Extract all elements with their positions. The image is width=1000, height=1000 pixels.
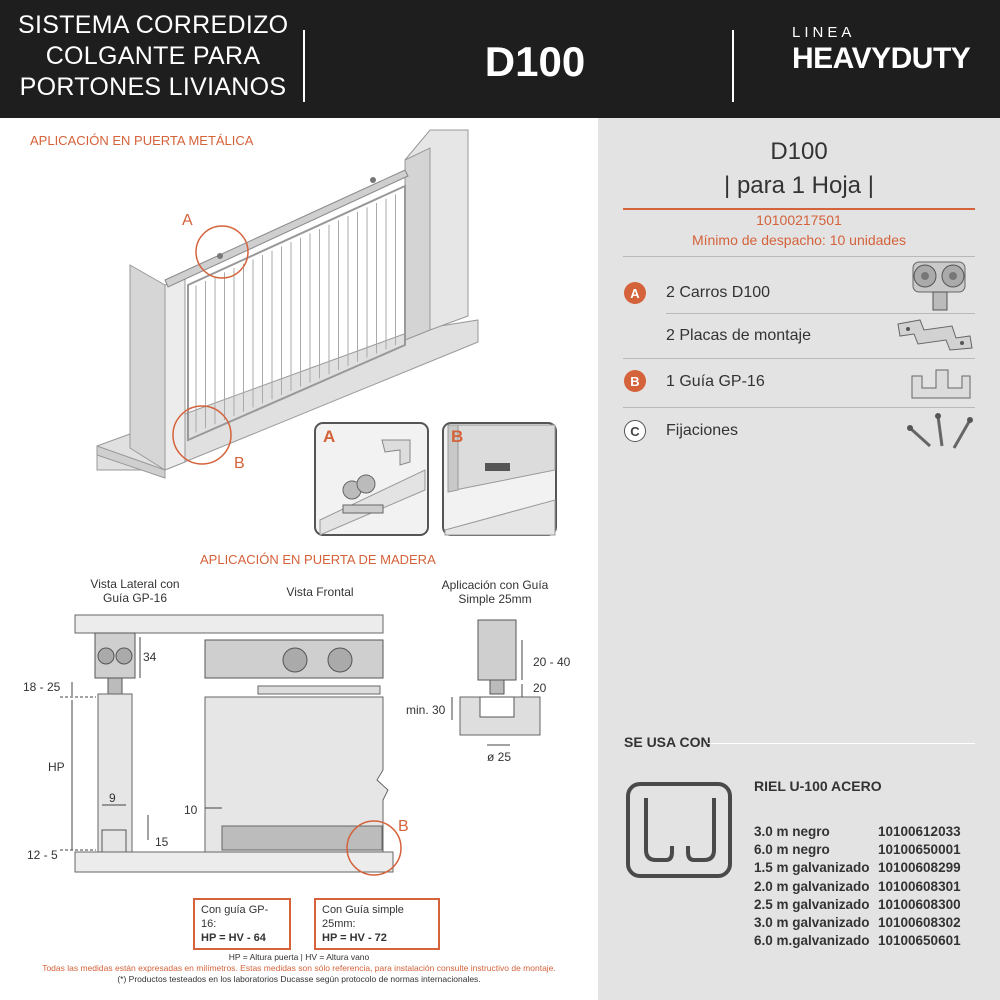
formula-simple: Con Guía simple 25mm: HP = HV - 72 xyxy=(314,898,440,950)
detail-a-label: A xyxy=(323,427,336,446)
product-code: 10100217501 xyxy=(756,212,842,228)
min-order: Mínimo de despacho: 10 unidades xyxy=(691,232,907,248)
separator xyxy=(623,358,975,359)
marker-b-circle xyxy=(172,405,232,465)
uses-with-heading: SE USA CON xyxy=(624,734,711,750)
badge-a: A xyxy=(624,282,646,304)
marker-b-label: B xyxy=(234,455,245,472)
wood-marker-b-label: B xyxy=(398,818,409,835)
dim-25: ø 25 xyxy=(487,750,512,764)
dim-15: 15 xyxy=(155,835,169,849)
dim-20: 20 xyxy=(533,681,547,695)
panel-model: D100 xyxy=(770,138,828,165)
header-divider xyxy=(303,30,305,102)
header: SISTEMA CORREDIZO COLGANTE PARA PORTONES… xyxy=(0,0,1000,118)
carriage-icon xyxy=(912,261,966,311)
metal-gate-illustration xyxy=(96,129,557,536)
product-title: SISTEMA CORREDIZO COLGANTE PARA PORTONES… xyxy=(18,11,289,101)
dim-hp: HP xyxy=(48,760,65,774)
item-carriages: 2 Carros D100 xyxy=(666,284,771,301)
rail-icon-frame xyxy=(626,782,732,878)
dim-min30: min. 30 xyxy=(406,703,446,717)
line-label: LINEA xyxy=(792,24,856,41)
wood-gate-drawings xyxy=(60,614,541,876)
separator xyxy=(666,313,975,314)
mounting-plate-icon xyxy=(897,319,973,351)
wood-section-title: APLICACIÓN EN PUERTA DE MADERA xyxy=(200,552,436,567)
rail-title: RIEL U-100 ACERO xyxy=(754,778,882,794)
screws-icon xyxy=(907,413,973,449)
dim-10: 10 xyxy=(184,803,198,817)
side-view-label: Vista Lateral con Guía GP-16 xyxy=(90,577,180,605)
model-code: D100 xyxy=(484,38,586,85)
item-mounting-plates: 2 Placas de montaje xyxy=(666,327,811,344)
marker-a-circle xyxy=(195,225,249,279)
header-divider xyxy=(732,30,734,102)
detail-b-label: B xyxy=(451,427,464,446)
dim-20-40: 20 - 40 xyxy=(533,655,571,669)
guide-icon xyxy=(911,369,971,399)
dim-18-25: 18 - 25 xyxy=(23,680,61,694)
dim-34: 34 xyxy=(143,650,157,664)
front-view-label: Vista Frontal xyxy=(286,585,354,599)
item-fasteners: Fijaciones xyxy=(666,422,739,439)
simple-guide-label: Aplicación con Guía Simple 25mm xyxy=(441,578,549,606)
marker-a-label: A xyxy=(182,212,193,229)
rail-profile-icon xyxy=(644,798,716,862)
dim-12-5: 12 - 5 xyxy=(27,848,58,862)
footnotes: HP = Altura puerta | HV = Altura vano To… xyxy=(42,952,556,984)
metal-section-title: APLICACIÓN EN PUERTA METÁLICA xyxy=(30,133,254,148)
uses-with-line xyxy=(708,743,975,744)
badge-b: B xyxy=(624,370,646,392)
badge-c: C xyxy=(624,420,646,442)
product-panel: D100 | para 1 Hoja | 10100217501 Mínimo … xyxy=(598,118,1000,1000)
item-guide: 1 Guía GP-16 xyxy=(666,373,765,390)
separator xyxy=(623,256,975,257)
formula-gp16: Con guía GP-16: HP = HV - 64 xyxy=(193,898,291,950)
dim-9: 9 xyxy=(109,791,116,805)
panel-divider xyxy=(623,208,975,210)
panel-leaf-count: | para 1 Hoja | xyxy=(724,172,874,199)
separator xyxy=(623,407,975,408)
brand-logo: HEAVYDUTY xyxy=(792,42,971,75)
